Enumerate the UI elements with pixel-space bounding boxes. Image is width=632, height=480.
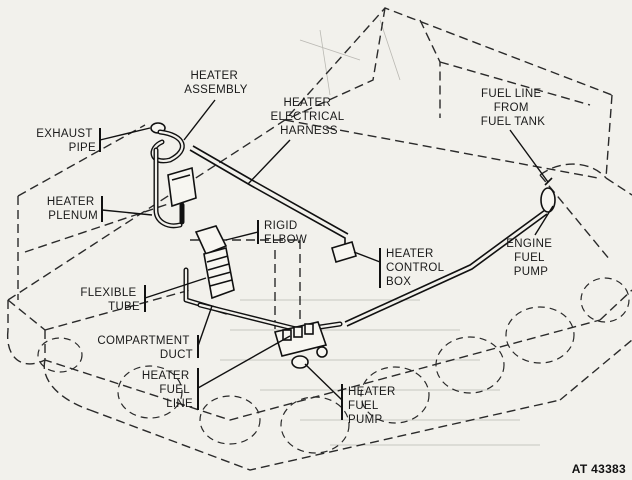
label-fuel-line-from-fuel-tank: FUEL LINE FROM FUEL TANK (481, 88, 546, 128)
heater-system (150, 122, 556, 369)
label-heater-electrical-harness: HEATER ELECTRICAL HARNESS (270, 97, 347, 137)
road-wheels (37, 277, 630, 454)
label-exhaust-pipe: EXHAUST PIPE (36, 128, 96, 154)
callout-labels: HEATER ASSEMBLY HEATER ELECTRICAL HARNES… (36, 70, 626, 476)
label-compartment-duct: COMPARTMENT DUCT (97, 335, 193, 361)
label-heater-plenum: HEATER PLENUM (47, 196, 98, 222)
heater-control-box (331, 241, 357, 263)
callout-leaders (99, 99, 554, 420)
label-heater-control-box: HEATER CONTROL BOX (386, 248, 447, 288)
label-heater-fuel-line: HEATER FUEL LINE (142, 370, 193, 410)
label-flexible-tube: FLEXIBLE TUBE (80, 287, 140, 313)
vehicle-hull-outline (6, 7, 632, 471)
label-heater-assembly: HEATER ASSEMBLY (184, 70, 248, 96)
background-print-through (220, 19, 540, 446)
label-rigid-elbow: RIGID ELBOW (264, 220, 307, 246)
label-engine-fuel-pump: ENGINE FUEL PUMP (506, 238, 555, 278)
engine-fuel-pump (540, 187, 556, 213)
figure-number: AT 43383 (572, 462, 626, 476)
label-heater-fuel-pump: HEATER FUEL PUMP (348, 386, 399, 426)
rigid-elbow (194, 225, 228, 256)
heater-box (167, 166, 197, 208)
